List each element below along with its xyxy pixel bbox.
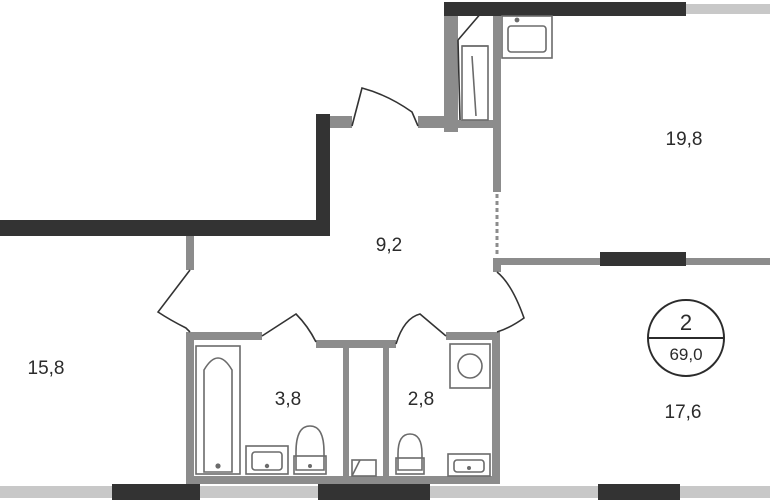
bedroom-east-divider-right	[686, 258, 770, 265]
bathroom-top-right	[316, 340, 396, 348]
bathroom-door	[261, 312, 317, 343]
kitchen-sink	[501, 15, 553, 59]
area-label-bedroom-west: 15,8	[28, 358, 65, 379]
bathtub	[195, 345, 241, 475]
area-label-wc: 2,8	[408, 389, 434, 410]
window-bottom-3	[430, 486, 598, 498]
bath-corridor-wall-2	[383, 344, 389, 484]
bath-corridor-wall-1	[343, 344, 349, 484]
exterior-walls	[0, 2, 686, 500]
wc-toilet	[395, 433, 425, 475]
interior-wall-dark-window	[600, 252, 686, 266]
bathroom-west-wall	[186, 332, 194, 484]
east-bedroom-door	[496, 271, 525, 333]
windows	[0, 4, 770, 498]
wc-top-wall	[446, 332, 498, 340]
wet-area-floor-wall	[186, 476, 500, 484]
area-label-hall: 9,2	[376, 235, 402, 256]
bathroom-toilet	[293, 425, 327, 475]
west-wing-top-wall	[0, 220, 330, 236]
fixtures	[195, 15, 553, 477]
north-top-wall	[496, 2, 686, 16]
closet-bottom-wall	[458, 120, 496, 128]
hall-north-wall-stub-left	[330, 116, 352, 128]
area-label-bedroom-east: 17,6	[665, 402, 702, 423]
wc-door	[395, 313, 447, 345]
area-label-living-east: 19,8	[666, 129, 703, 150]
washing-machine	[449, 343, 491, 389]
wardrobe	[461, 45, 489, 121]
badge-total-area: 69,0	[669, 345, 702, 364]
window-north-east	[686, 4, 770, 14]
west-bedroom-door-stub	[186, 236, 194, 270]
area-label-bathroom: 3,8	[275, 389, 301, 410]
closet-west-wall	[444, 16, 458, 132]
east-partition-upper	[493, 16, 501, 192]
north-top-wall-left	[444, 2, 496, 16]
bottom-wall-seg-3	[598, 484, 680, 500]
east-partition-lower	[493, 258, 501, 272]
window-bottom-1	[0, 486, 112, 498]
west-bedroom-door	[156, 269, 191, 333]
window-bottom-2	[200, 486, 318, 498]
badge-room-count: 2	[680, 310, 692, 335]
wc-sink	[447, 453, 491, 477]
doors	[156, 11, 525, 345]
bathroom-sink	[245, 445, 289, 475]
window-bottom-4	[680, 486, 770, 498]
wc-east-wall	[492, 332, 500, 484]
bottom-wall-seg-1	[112, 484, 200, 500]
bottom-wall-seg-2	[318, 484, 430, 500]
partitions	[186, 16, 770, 484]
bedroom-east-divider-left	[501, 258, 600, 265]
hall-north-wall-stub-right	[418, 116, 458, 128]
apartment-badge: 2 69,0	[647, 299, 725, 377]
hall-entry-door-left	[351, 87, 419, 127]
closet-door	[457, 11, 483, 121]
bathroom-top-left	[186, 332, 262, 340]
riser-box	[351, 459, 377, 477]
hall-west-wall	[316, 114, 330, 236]
